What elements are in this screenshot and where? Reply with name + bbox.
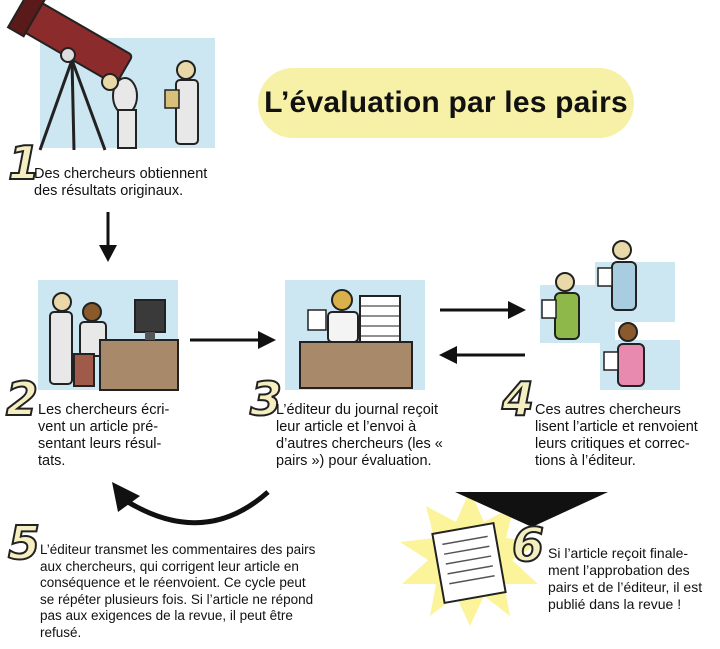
step5-line-6: refusé.: [40, 624, 82, 640]
page-title: L’évaluation par les pairs: [264, 86, 628, 119]
step6-line-4: publié dans la revue !: [548, 596, 682, 612]
step-number-4: 4: [501, 372, 535, 426]
step5-line-1: L’éditeur transmet les commentaires des …: [40, 542, 316, 557]
step3-line-2: leur article et l’envoi à: [276, 419, 417, 435]
step-text-6: Si l’article reçoit finale- ment l’appro…: [548, 545, 716, 613]
step2-line-2: vent un article pré-: [38, 419, 159, 435]
step4-line-2: lisent l’article et renvoient: [535, 419, 698, 435]
step6-line-3: pairs et de l’éditeur, il est: [548, 579, 703, 595]
step-text-3: L’éditeur du journal reçoit leur article…: [276, 402, 476, 470]
step2-line-4: tats.: [38, 453, 66, 469]
step3-line-1: L’éditeur du journal reçoit: [276, 402, 439, 418]
step5-line-3: conséquence et le réenvoient. Ce cycle p…: [40, 575, 306, 590]
step-number-6: 6: [511, 518, 545, 572]
step6-line-2: ment l’approbation des: [548, 562, 690, 578]
step3-line-4: pairs ») pour évaluation.: [276, 453, 432, 469]
step-number-5: 5: [7, 516, 41, 570]
step5-line-5: pas aux exigences de la revue, il peut ê…: [40, 608, 293, 623]
step5-line-4: se répéter plusieurs fois. Si l’article …: [40, 591, 314, 607]
step1-line-2: des résultats originaux.: [34, 183, 184, 199]
step2-line-1: Les chercheurs écri-: [38, 402, 170, 418]
title-banner: L’évaluation par les pairs: [258, 68, 634, 138]
step4-line-4: tions à l’éditeur.: [535, 453, 636, 469]
step4-line-1: Ces autres chercheurs: [535, 402, 681, 418]
step-text-2: Les chercheurs écri- vent un article pré…: [38, 402, 188, 470]
step6-line-1: Si l’article reçoit finale-: [548, 545, 689, 561]
step2-line-3: sentant leurs résul-: [38, 436, 162, 452]
step5-line-2: aux chercheurs, qui corrigent leur artic…: [40, 558, 299, 574]
step-number-2: 2: [5, 372, 39, 426]
step1-line-1: Des chercheurs obtiennent: [34, 166, 208, 182]
step-text-4: Ces autres chercheurs lisent l’article e…: [535, 402, 717, 470]
step4-line-3: leurs critiques et correc-: [535, 436, 690, 452]
step-number-3: 3: [249, 372, 283, 426]
step-text-5: L’éditeur transmet les commentaires des …: [40, 542, 360, 641]
step-text-1: Des chercheurs obtiennent des résultats …: [34, 166, 234, 200]
step3-line-3: d’autres chercheurs (les «: [276, 436, 443, 452]
step-number-1: 1: [7, 136, 41, 190]
